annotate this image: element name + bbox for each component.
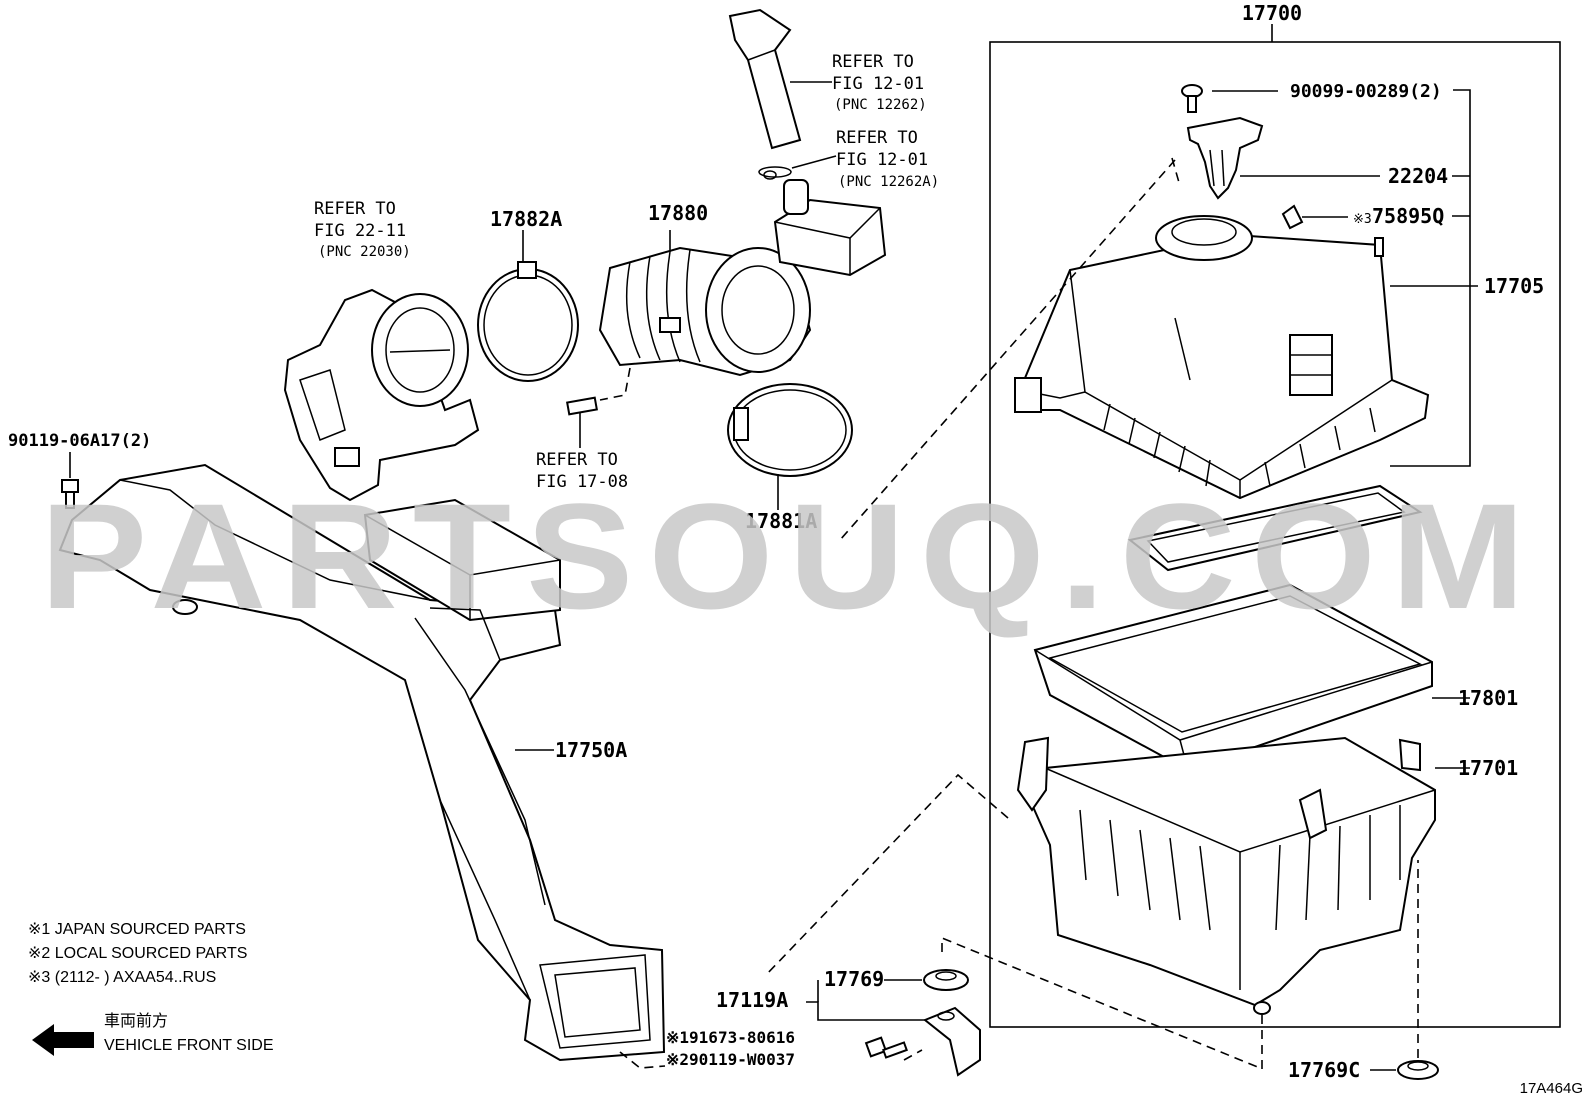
label-17801: 17801 [1458, 686, 1518, 710]
hose-clamp-17882a [477, 261, 579, 382]
resonator [773, 179, 887, 277]
bolt-icon [864, 1036, 908, 1059]
air-cleaner-hose [598, 246, 812, 377]
air-cleaner-cap [1014, 215, 1430, 500]
refer-hose-a-line1: REFER TO [832, 52, 914, 72]
label-17705: 17705 [1484, 274, 1544, 298]
pipe-stub [566, 396, 598, 416]
breather-hose [728, 8, 802, 150]
bolt-90119-icon [61, 479, 79, 509]
hose-clamp-17881a [727, 383, 853, 477]
note-local: ※2 LOCAL SOURCED PARTS [28, 945, 247, 962]
refer-hose-a-line2: FIG 12-01 [832, 74, 924, 94]
refer-throttle-line2: FIG 22-11 [314, 221, 406, 241]
label-17119a: 17119A [716, 988, 788, 1012]
label-75895q: 75895Q [1372, 204, 1444, 228]
refer-hose-b-line1: REFER TO [836, 128, 918, 148]
legend-notes: ※1 JAPAN SOURCED PARTS ※2 LOCAL SOURCED … [28, 921, 274, 1054]
label-note3: ※3 [1353, 212, 1372, 227]
refer-throttle-line1: REFER TO [314, 199, 396, 219]
note-range: ※3 (2112- ) AXAA54..RUS [28, 969, 216, 986]
air-cleaner-case [1016, 736, 1436, 1015]
refer-pipe-line2: FIG 17-08 [536, 472, 628, 492]
label-17701: 17701 [1458, 756, 1518, 780]
refer-pipe-line1: REFER TO [536, 450, 618, 470]
refer-hose-b-line3: (PNC 12262A) [838, 174, 939, 190]
label-bolt-a: ※191673-80616 [666, 1028, 795, 1047]
gasket [1127, 484, 1423, 572]
label-17769c: 17769C [1288, 1058, 1360, 1082]
label-17881a: 17881A [745, 509, 817, 533]
figure-code: 17A464G [1520, 1080, 1583, 1097]
label-17750a: 17750A [555, 738, 627, 762]
note-japan: ※1 JAPAN SOURCED PARTS [28, 921, 246, 938]
label-17880: 17880 [648, 201, 708, 225]
screw-icon [1181, 84, 1203, 113]
mounting-bracket [923, 1006, 981, 1077]
front-japanese: 車両前方 [104, 1012, 168, 1030]
air-filter-element [1033, 583, 1433, 772]
refer-notes: REFER TO FIG 22-11 (PNC 22030) REFER TO … [314, 52, 939, 492]
refer-throttle-line3: (PNC 22030) [318, 244, 411, 260]
label-17769: 17769 [824, 967, 884, 991]
label-sticker [1281, 204, 1304, 230]
hose-clip-icon [758, 166, 792, 180]
refer-hose-a-line3: (PNC 12262) [834, 97, 927, 113]
watermark: PARTSOUQ.COM [40, 472, 1540, 640]
refer-hose-b-line2: FIG 12-01 [836, 150, 928, 170]
grommet-top [923, 969, 969, 991]
mass-air-flow-sensor [1186, 116, 1264, 200]
front-arrow-icon [32, 1024, 94, 1056]
label-bolt-b: ※290119-W0037 [666, 1050, 795, 1069]
label-17882a: 17882A [490, 207, 562, 231]
throttle-body [283, 288, 480, 502]
label-90119: 90119-06A17(2) [8, 431, 151, 451]
label-90099: 90099-00289(2) [1290, 81, 1442, 102]
label-22204: 22204 [1388, 164, 1448, 188]
label-17700: 17700 [1242, 1, 1302, 25]
part-labels: 17700 90099-00289(2) 22204 ※3 75895Q 177… [8, 1, 1544, 1082]
assembly-frame [989, 41, 1561, 1028]
front-english: VEHICLE FRONT SIDE [104, 1037, 274, 1054]
grommet-bottom [1397, 1060, 1439, 1080]
intake-duct [58, 463, 666, 1062]
